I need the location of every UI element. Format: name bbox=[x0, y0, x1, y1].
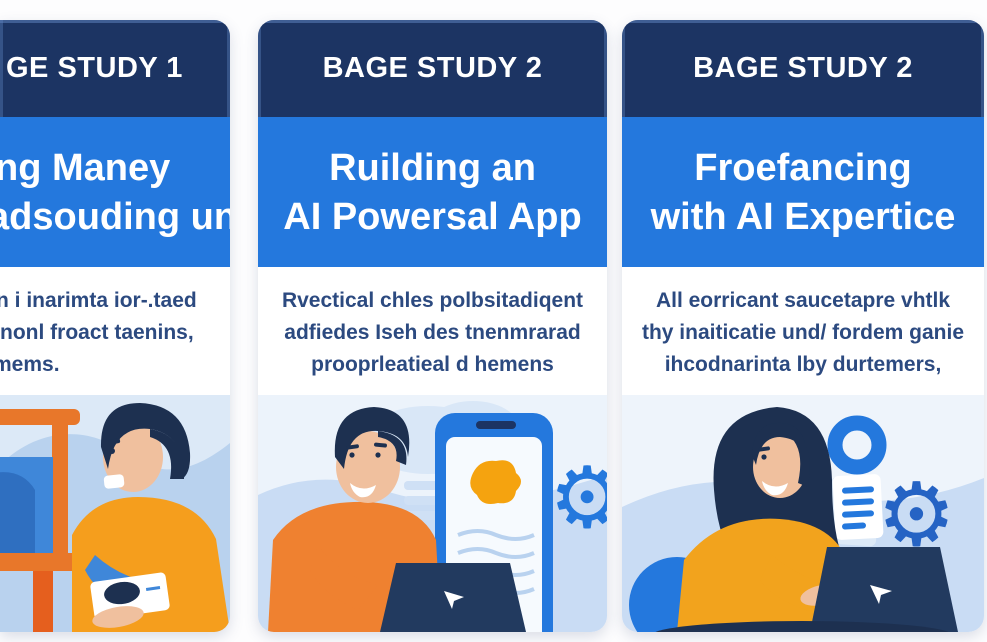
case-study-card-2: BAGE STUDY 2 Ruilding an AI Powersal App… bbox=[258, 20, 607, 632]
card-2-header-label: BAGE STUDY 2 bbox=[322, 52, 543, 84]
card-2-title: Ruilding an AI Powersal App bbox=[258, 117, 607, 267]
laptop-icon bbox=[810, 547, 958, 632]
man-with-paper bbox=[72, 403, 230, 632]
card-1-description: n i inarimta ior-.taed nonl froact taeni… bbox=[0, 267, 230, 395]
card-1-body-line: mems. bbox=[0, 353, 60, 376]
card-2-body-line: adfiedes Iseh des tnenmrarad bbox=[284, 321, 581, 344]
gear-icon: ⚙ bbox=[549, 449, 607, 548]
card-2-body-line: Rvectical chles polbsitadiqent bbox=[281, 289, 584, 312]
ring-icon bbox=[827, 415, 887, 475]
card-1-header: GE STUDY 1 bbox=[0, 20, 230, 117]
card-3-illustration: ⚙ bbox=[622, 395, 984, 632]
desk-shadow bbox=[655, 621, 949, 632]
card-1-illustration bbox=[0, 395, 230, 632]
card-3-body-line: ihcodnarinta lby durtemers, bbox=[664, 353, 942, 376]
easel-icon bbox=[0, 409, 85, 632]
card-3-header: BAGE STUDY 2 bbox=[622, 20, 984, 117]
card-1-body-line: nonl froact taenins, bbox=[0, 321, 194, 344]
card-2-description: Rvectical chles polbsitadiqent adfiedes … bbox=[258, 267, 607, 395]
card-1-title-line: adsouding unt” bbox=[0, 196, 230, 238]
card-3-title-line: with AI Expertice bbox=[650, 196, 956, 238]
card-2-title-line: Ruilding an bbox=[329, 147, 536, 189]
cursor-icon bbox=[870, 585, 892, 604]
card-1-title-line: ng Maney bbox=[0, 147, 171, 189]
card-1-body-line: n i inarimta ior-.taed bbox=[0, 289, 197, 312]
card-2-body-line: prooprleatieal d hemens bbox=[311, 353, 554, 376]
document-icon bbox=[826, 474, 884, 547]
card-3-header-label: BAGE STUDY 2 bbox=[693, 52, 913, 84]
card-3-title: Froefancing with AI Expertice bbox=[622, 117, 984, 267]
card-2-title-line: AI Powersal App bbox=[283, 196, 582, 238]
card-3-body-line: thy inaiticatie und/ fordem ganie bbox=[641, 321, 965, 344]
case-study-card-1: GE STUDY 1 ng Maney adsouding unt” n i i… bbox=[0, 20, 230, 632]
paper-icon bbox=[90, 572, 170, 620]
case-study-card-3: BAGE STUDY 2 Froefancing with AI Experti… bbox=[622, 20, 984, 632]
card-1-title: ng Maney adsouding unt” bbox=[0, 117, 230, 267]
orange-blob bbox=[470, 460, 521, 504]
card-3-body-line: All eorricant saucetapre vhtlk bbox=[655, 289, 951, 312]
laptop-icon bbox=[380, 563, 526, 632]
card-2-header: BAGE STUDY 2 bbox=[258, 20, 607, 117]
cursor-icon bbox=[444, 591, 464, 609]
card-1-header-label: GE STUDY 1 bbox=[6, 52, 183, 84]
card-3-description: All eorricant saucetapre vhtlk thy inait… bbox=[622, 267, 984, 395]
card-3-title-line: Froefancing bbox=[694, 147, 912, 189]
card-2-illustration: ⚙ bbox=[258, 395, 607, 632]
